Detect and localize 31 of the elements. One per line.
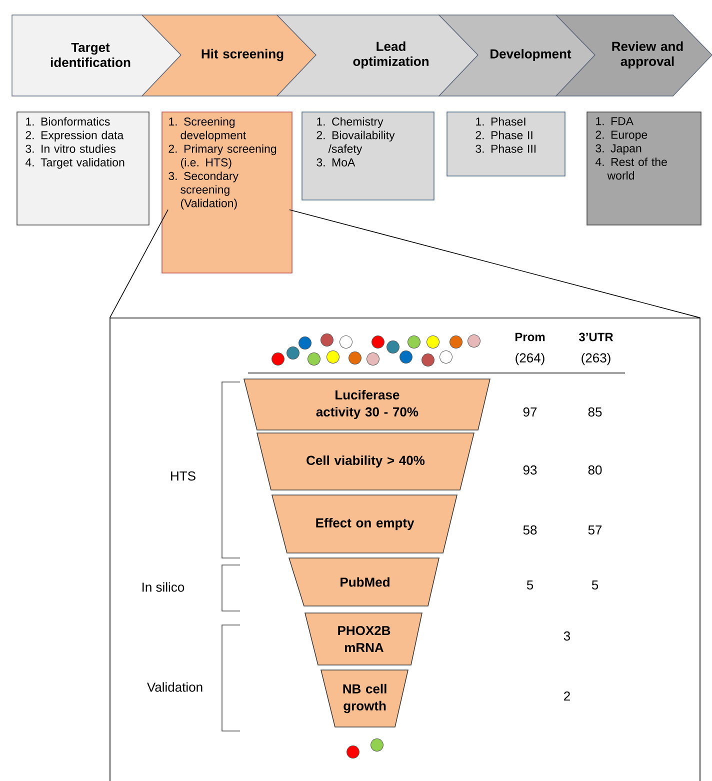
stage-banner: Development	[438, 14, 596, 96]
list-box: 1. Screening development 2. Primary screening (i.e. HTS) 3. Secondary screening (Validation)	[162, 112, 292, 274]
list-box: 1. FDA 2. Europe 3. Japan 4. Rest of the world	[586, 112, 702, 226]
funnel-stage: Cell viability > 40%	[256, 432, 475, 490]
count-label: (264)	[516, 352, 544, 366]
stage-banner: Hit screening	[141, 14, 316, 96]
count-label: 57	[588, 525, 602, 535]
count-label: 2	[564, 691, 570, 701]
count-label: 85	[588, 407, 602, 417]
count-label: 5	[592, 580, 598, 590]
zoom-line	[289, 209, 701, 318]
count-label: 93	[523, 465, 537, 475]
count-label: 97	[523, 407, 537, 417]
column-header: Prom	[515, 332, 545, 342]
count-label: 58	[523, 525, 537, 535]
group-label: Validation	[147, 682, 202, 692]
group-label: In silico	[142, 582, 184, 592]
count-label: 3	[564, 631, 570, 641]
funnel-stage: PHOX2B mRNA	[304, 612, 422, 666]
list-box: 1. Bionformatics 2. Expression data 3. In vitro studies 4. Target validation	[16, 112, 150, 226]
count-label: (263)	[582, 352, 610, 366]
stage-banner: Target identification	[12, 14, 182, 96]
list-box: 1. PhaseI 2. Phase II 3. Phase III	[446, 112, 566, 176]
group-label: HTS	[171, 471, 196, 481]
funnel-stage: NB cell growth	[320, 670, 408, 728]
zoom-panel	[110, 318, 700, 781]
zoom-line	[109, 209, 168, 318]
count-label: 80	[588, 465, 602, 475]
column-header: 3’UTR	[578, 332, 614, 342]
count-label: 5	[526, 580, 534, 590]
list-box: 1. Chemistry 2. Biovailability /safety 3. MoA	[302, 112, 434, 200]
